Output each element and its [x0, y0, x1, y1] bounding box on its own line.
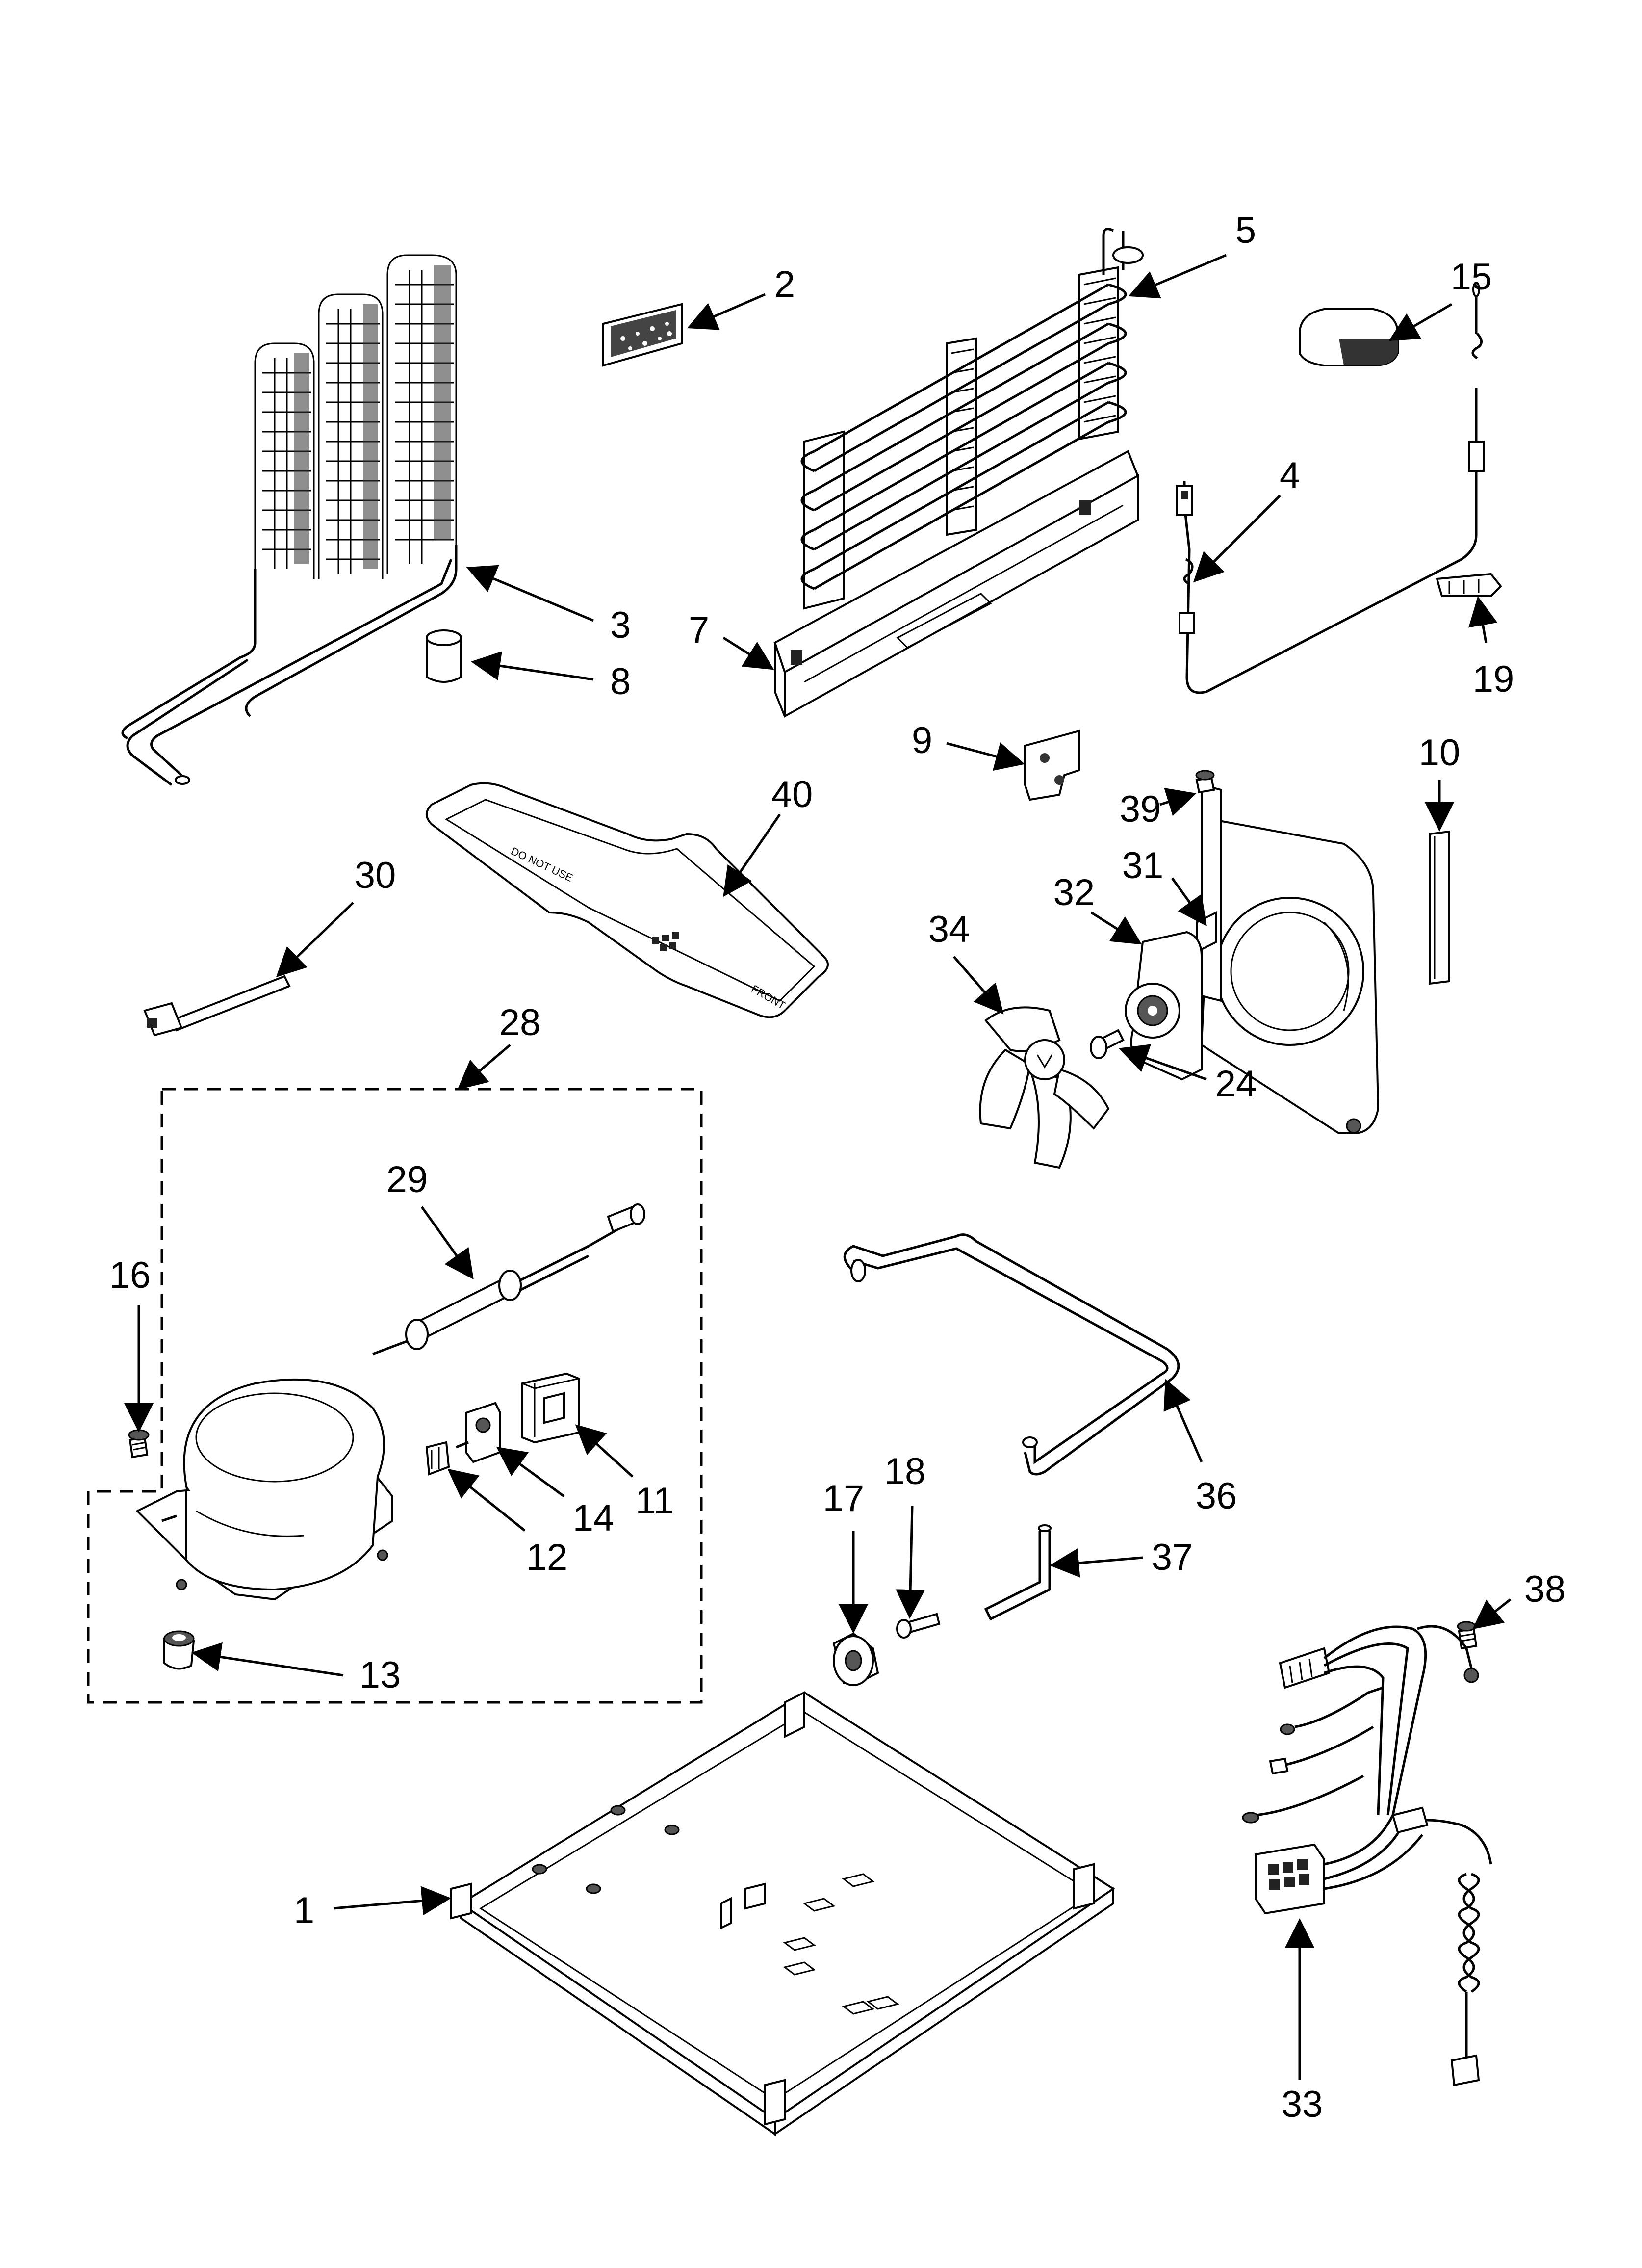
leader-29	[420, 1206, 474, 1280]
callout-30: 30	[355, 855, 396, 896]
compressor	[135, 1378, 393, 1601]
drain-pan: DO NOT USE FRONT	[426, 782, 829, 1018]
leader-12	[575, 1424, 634, 1478]
callout-11: 15	[1451, 256, 1492, 298]
leader-1	[333, 1886, 451, 1916]
leader-4	[1193, 495, 1281, 583]
leader-40	[723, 813, 781, 897]
callout-40: 40	[771, 774, 813, 815]
callout-13: 12	[526, 1537, 568, 1578]
leader-28	[457, 1044, 511, 1090]
callout-14: 13	[359, 1654, 401, 1696]
callout-17: 17	[823, 1478, 865, 1519]
leader-7	[722, 636, 774, 670]
suction-tube	[984, 1524, 1052, 1621]
leader-36	[1163, 1379, 1203, 1463]
callout-3: 3	[610, 604, 631, 646]
leader-13	[447, 1468, 526, 1532]
roller-axle	[896, 1613, 941, 1639]
callout-4: 4	[1280, 455, 1300, 496]
callout-34: 34	[928, 909, 970, 950]
callout-7: 7	[689, 609, 709, 651]
callout-33: 33	[1282, 2084, 1323, 2125]
ground-screw	[1457, 1621, 1478, 1650]
leader-30	[276, 902, 354, 977]
callout-36: 36	[1196, 1475, 1237, 1517]
cable-tie	[143, 975, 291, 1037]
thermistor-harness	[1176, 282, 1485, 694]
fan-motor	[1125, 931, 1203, 1081]
leader-24	[1118, 1044, 1207, 1081]
callout-9: 9	[912, 720, 932, 761]
relay-cover	[521, 1372, 580, 1444]
leader-8	[471, 651, 594, 681]
callout-5: 5	[1235, 209, 1256, 251]
leader-38	[1472, 1598, 1512, 1630]
callout-29: 29	[386, 1159, 428, 1200]
compressor-kit-boundary	[87, 1088, 703, 1704]
mounting-bracket	[1024, 730, 1080, 801]
roller	[832, 1632, 879, 1686]
leader-14	[191, 1642, 344, 1677]
start-relay	[456, 1402, 501, 1463]
base-frame	[450, 1691, 1115, 2136]
discharge-tube	[843, 1233, 1180, 1476]
insulation-pad	[602, 303, 683, 367]
callout-39: 39	[1120, 788, 1161, 830]
cap-cover	[1299, 308, 1399, 366]
leader-5	[1128, 254, 1227, 299]
evaporator	[800, 228, 1144, 610]
leader-2	[687, 293, 766, 330]
leader-11	[1388, 303, 1453, 341]
compressor-screw	[128, 1429, 150, 1459]
fan-shroud	[1200, 783, 1380, 1134]
condenser-coil	[121, 254, 458, 786]
callout-12: 11	[636, 1480, 674, 1522]
filter-drier-cylinder	[426, 629, 462, 683]
wiring-harness	[1242, 1625, 1492, 2086]
callout-8: 8	[610, 661, 631, 703]
callout-15: 14	[573, 1497, 615, 1539]
clip	[1436, 573, 1502, 597]
leader-19	[1468, 596, 1498, 643]
callout-31: 31	[1122, 845, 1164, 886]
fan-shroud-screw	[1195, 770, 1215, 794]
foam-strip	[1429, 830, 1450, 985]
callout-32: 32	[1053, 872, 1095, 913]
leader-31	[1171, 877, 1207, 927]
callout-19: 19	[1473, 658, 1514, 700]
callout-1: 1	[294, 1890, 314, 1931]
overload-protector	[425, 1441, 450, 1476]
evaporator-cover	[773, 450, 1139, 718]
callout-28: 28	[499, 1002, 541, 1043]
leader-34	[953, 956, 1004, 1015]
callout-2: 2	[774, 263, 795, 305]
leader-18	[896, 1506, 925, 1619]
callout-38: 38	[1524, 1568, 1566, 1610]
leader-32	[1090, 911, 1142, 945]
callout-16: 16	[109, 1254, 151, 1296]
fan-blade	[979, 1006, 1110, 1169]
leader-9	[946, 742, 1025, 771]
filter-drier	[372, 1203, 645, 1356]
callout-10: 10	[1419, 732, 1461, 774]
leader-3	[466, 565, 594, 622]
compressor-grommet	[163, 1630, 195, 1670]
callout-24: 24	[1215, 1063, 1257, 1105]
callout-37: 37	[1152, 1537, 1193, 1578]
fan-motor-screw	[1090, 1029, 1125, 1059]
leader-39	[1159, 788, 1197, 816]
leader-15	[496, 1447, 565, 1498]
leader-37	[1050, 1548, 1143, 1578]
callout-18: 18	[884, 1451, 926, 1492]
